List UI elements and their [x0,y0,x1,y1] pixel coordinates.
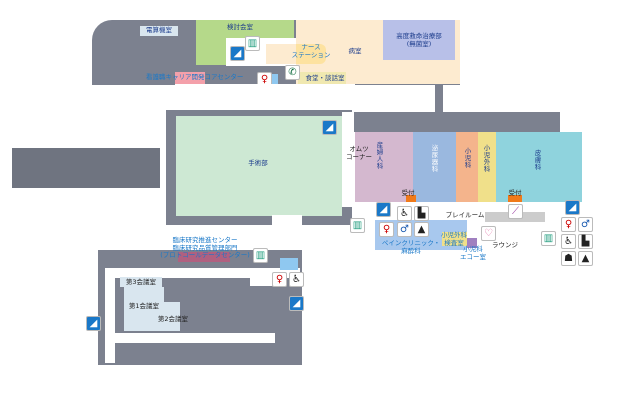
room-pediatrics-label: 小児科 [464,147,472,169]
elevator-icon: ▥ [350,218,365,233]
room-obgyn-label: 産婦人科 [376,141,384,170]
elevator-icon: ▥ [541,231,556,246]
wheelchair-icon: ♿ [289,272,304,287]
stairs-icon: ◢ [86,316,101,331]
elevator-icon: ▥ [253,248,268,263]
room-urology [413,132,456,202]
room-advanced-care [383,20,455,60]
phone-icon: ✆ [285,65,300,80]
room-surgery-label: 手術部 [248,159,268,167]
stairs-icon: ◢ [289,296,304,311]
men-restroom-icon: ♂ [397,222,412,237]
room-meeting1: 第1会議室 [128,302,160,310]
room-meeting3: 第3会議室 [125,278,157,286]
wheelchair-icon: ♿ [561,234,576,249]
room-dermatology [496,132,582,202]
room-pain-clinic: ペインクリニック・ 麻酔科 [381,239,441,255]
room-lounge: ラウンジ [492,241,518,249]
women-restroom-icon: ♀ [379,222,394,237]
baby-care-icon: ▲ [578,251,593,266]
room-conference-label: 検討会室 [227,23,253,31]
room-meeting2: 第2会議室 [157,315,189,323]
restroom-icon: ♀ [272,272,287,287]
stairs-icon: ◢ [230,46,245,61]
wheelchair-icon: ♿ [397,206,412,221]
ostomate-icon: ▙ [414,206,429,221]
room-advanced-care-label: 高度救命治療部 (無菌室) [396,32,442,48]
room-nurse-station: ナース ステーション [291,43,331,59]
stairs-icon: ◢ [322,120,337,135]
nursing-room-icon: ♡ [481,226,496,241]
room-clinical-research: 臨床研究推進センター 臨床研究品質管理部門 (プロトコールデータセンター) [160,236,250,259]
room-ward-label: 病室 [348,47,362,55]
ostomate-icon: ▙ [578,234,593,249]
room-dining: 食堂・談話室 [305,74,345,82]
baby-care-icon: ▲ [414,222,429,237]
stairs-icon: ◢ [376,202,391,217]
room-urology-label: 泌尿器科 [431,144,439,173]
escalator-icon: ⟋ [508,204,523,219]
room-diaper-corner: オムツ コーナー [346,145,372,161]
reception-label: 受付 [401,189,415,197]
room-ped-surgery-label: 小児外科 [483,144,491,173]
family-icon: ☗ [561,251,576,266]
room-ped-echo: 小児科 エコー室 [460,245,486,261]
women-restroom-icon: ♀ [561,217,576,232]
west-block [12,148,160,188]
room-pediatrics [456,132,478,202]
room-surgery [176,116,342,216]
room-ped-surgery [478,132,496,202]
room-nurse-career: 看護職キャリア開発コアセンター [146,73,244,81]
room-obgyn [355,132,413,202]
men-restroom-icon: ♂ [578,217,593,232]
elevator-icon: ▥ [245,36,260,51]
room-playroom: プレイルーム [445,211,485,219]
stairs-icon: ◢ [565,200,580,215]
room-dermatology-label: 皮膚科 [534,149,542,171]
room-ped-surgery-exam: 小児外科 検査室 [441,231,467,247]
room-computer: 電算機室 [146,26,172,34]
reception-label: 受付 [508,189,522,197]
